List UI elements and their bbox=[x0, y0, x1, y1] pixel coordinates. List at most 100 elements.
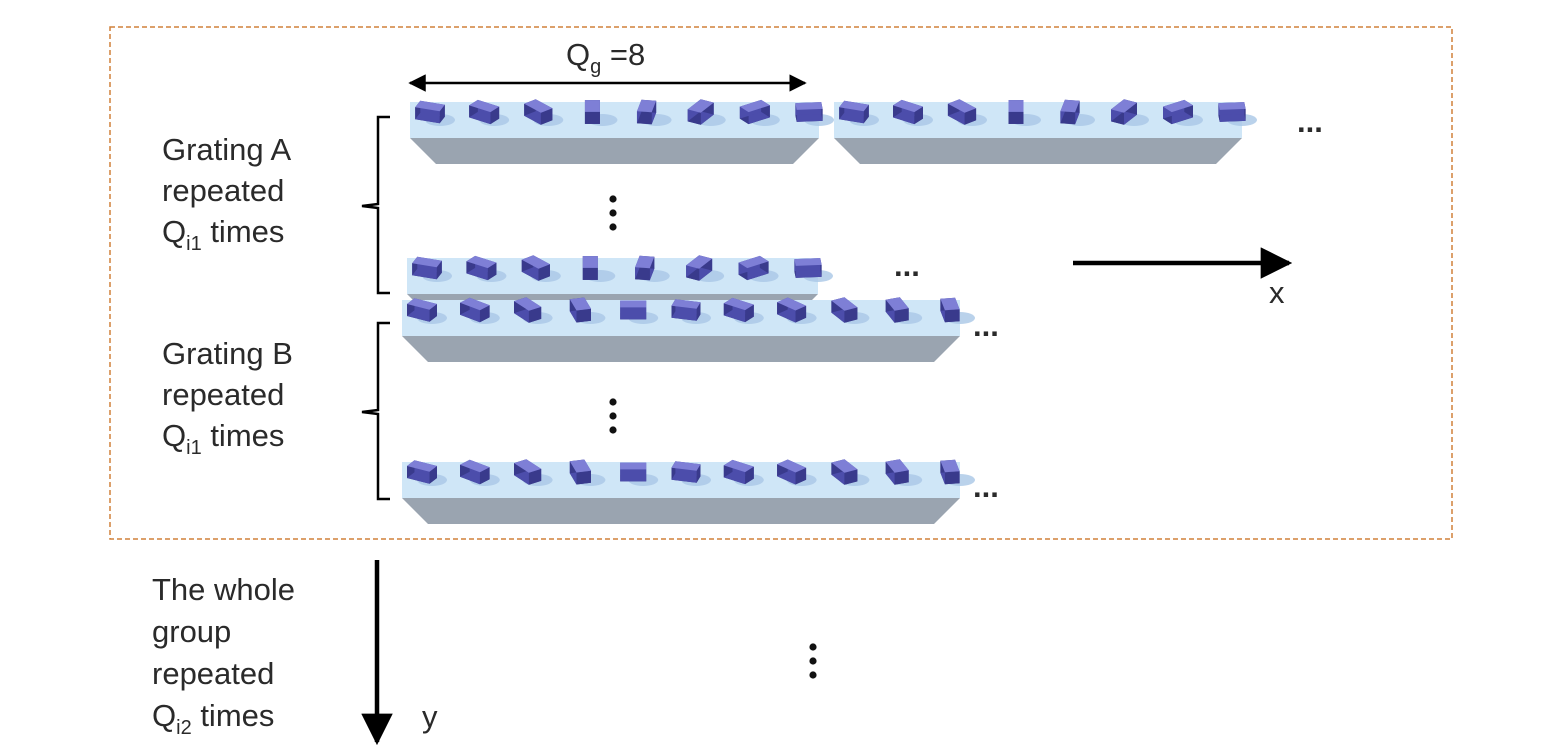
grating-a-rowN-pillar-3-top bbox=[521, 255, 550, 269]
grating-a-row1-period1-pillar-8 bbox=[795, 102, 834, 126]
grating-a-row1-period1-pillar-4-side-1 bbox=[584, 111, 600, 124]
grating-a-rowN-pillar-6-top bbox=[686, 255, 713, 269]
grating-a-rowN-pillar-3-side-1 bbox=[538, 264, 550, 281]
grating-b-rowN-pillar-6-side-2 bbox=[671, 467, 697, 483]
grating-a-row1-period1-pillar-6-top bbox=[687, 99, 714, 113]
x-axis-label: x bbox=[1269, 275, 1285, 310]
grating-b-rowN-pillar-11-side-1 bbox=[944, 471, 960, 485]
grating-a-rowN-pillar-7 bbox=[738, 255, 779, 282]
grating-b-rowN-pillar-1-top bbox=[407, 460, 437, 472]
grating-b-row1-pillar-6-side-1 bbox=[696, 302, 701, 321]
grating-b-row1-pillar-4-side-1 bbox=[576, 308, 591, 323]
grating-b-row1-pillar-6-top bbox=[671, 299, 701, 309]
grating-a-rowN-pillar-8 bbox=[794, 258, 833, 282]
grating-a-row1-period1-pillar-1 bbox=[415, 100, 455, 126]
grating-b-row1-pillar-6-side-2 bbox=[671, 305, 697, 321]
grating-b-row1-pillar-9-side-1 bbox=[844, 307, 858, 323]
grating-a-row1-period1-pillar-3-top bbox=[524, 99, 553, 113]
grating-b-row1-pillar-1-side-1 bbox=[429, 304, 437, 322]
grating-a-rowN-pillar-1-top bbox=[412, 256, 442, 268]
svg-text:Qi1 times: Qi1 times bbox=[162, 418, 284, 459]
grating-b-rowN-pillar-9-side-1 bbox=[844, 469, 858, 485]
grating-b-rowN-pillar-11 bbox=[940, 459, 975, 486]
grating-a-row1-period1-pillar-3-side-1 bbox=[540, 108, 553, 125]
grating-b-rowN-pillar-4 bbox=[569, 459, 606, 486]
grating-a-row1-period2-pillar-7 bbox=[1163, 99, 1203, 126]
grating-b-rowN-pillar-5-top bbox=[620, 462, 647, 470]
grating-a-row1-period2-pillar-8-top bbox=[1218, 102, 1246, 110]
grating-b-rowN-pillar-1 bbox=[407, 460, 447, 486]
brace-grating-b bbox=[361, 321, 390, 501]
grating-a-row1-period2-pillar-2 bbox=[893, 99, 933, 126]
grating-a-row1-period1-pillar-2-top bbox=[469, 99, 500, 113]
grating-b-row1-pillar-8-top bbox=[777, 297, 807, 311]
grating-b-rowN-pillar-4-side-1 bbox=[576, 470, 591, 485]
grating-b-row1-pillar-7-side-1 bbox=[745, 304, 754, 323]
grating-b-row1-pillar-8 bbox=[777, 297, 817, 324]
grating-a-row1-period1-pillar-5-top bbox=[636, 99, 657, 113]
grating-b-rowN-pillar-6-side-1 bbox=[696, 464, 701, 483]
grating-a-rowN-pillar-2-side-1 bbox=[487, 262, 497, 281]
grating-a-row1-period2-pillar-3 bbox=[947, 99, 987, 126]
svg-text:Grating A: Grating A bbox=[162, 132, 292, 167]
grating-b-row1-pillar-4-top bbox=[569, 297, 591, 311]
svg-text:Grating B: Grating B bbox=[162, 336, 293, 371]
grating-a-rowN-pillar-3 bbox=[521, 255, 561, 282]
grating-b-rowN-pillar-7-side-1 bbox=[745, 466, 754, 485]
grating-b-row1-substrate-front bbox=[402, 336, 960, 362]
grating-b-row1-pillar-8-side-1 bbox=[795, 305, 807, 323]
grating-a-rowN-pillar-1-side-1 bbox=[436, 260, 442, 280]
grating-b-rowN-pillar-5 bbox=[620, 462, 659, 486]
grating-b-rowN-pillar-8-top bbox=[777, 459, 807, 473]
grating-b-rowN-substrate bbox=[402, 462, 960, 524]
ellipsis-row-a-top: ... bbox=[1297, 104, 1323, 139]
svg-text:The whole: The whole bbox=[152, 572, 295, 607]
grating-a-rowN-pillar-1 bbox=[412, 256, 452, 282]
grating-b-row1-pillar-1 bbox=[407, 298, 447, 324]
ellipsis-row-a-bottom: ... bbox=[894, 248, 920, 283]
grating-b-rowN-pillar-10-side-1 bbox=[894, 470, 909, 485]
grating-a-rowN-pillar-2-top bbox=[466, 255, 497, 269]
grating-b-rowN-pillar-10 bbox=[885, 459, 923, 486]
grating-b-row1-pillar-7 bbox=[723, 297, 764, 324]
grating-b-rowN-pillar-6-top bbox=[671, 461, 701, 471]
grating-b-row1-pillar-2-top bbox=[460, 297, 490, 311]
grating-a-row1-period1-pillar-2-side-1 bbox=[490, 106, 500, 125]
grating-a-row1-period2-pillar-3-top bbox=[947, 99, 977, 113]
grating-a-row1-period1-pillar-5-side-1 bbox=[636, 111, 652, 125]
grating-b-row1-pillar-11-top bbox=[940, 297, 960, 311]
grating-b-rowN-pillar-9 bbox=[831, 459, 870, 486]
grating-b-row1-pillar-7-top bbox=[723, 297, 754, 311]
grating-b-rowN-pillar-9-top bbox=[831, 459, 858, 473]
grating-b-row1-pillar-3 bbox=[514, 297, 553, 324]
grating-b-row1-pillar-2-side-1 bbox=[479, 305, 490, 323]
grating-b-row1-pillar-6 bbox=[671, 299, 711, 324]
grating-a-row1-period2-pillar-7-top bbox=[1163, 99, 1193, 113]
grating-b-row1-pillar-5 bbox=[620, 300, 659, 324]
grating-a-label: Grating A repeated Qi1 times bbox=[162, 132, 292, 255]
grating-b-row1-pillar-10 bbox=[885, 297, 923, 324]
grating-b-row1-pillar-11-side-1 bbox=[944, 309, 960, 323]
vertical-dots-group bbox=[809, 643, 817, 679]
grating-b-rowN-pillar-7 bbox=[723, 459, 764, 486]
grating-a-row1-period1-pillar-8-top bbox=[795, 102, 823, 110]
grating-a-rowN-pillar-4 bbox=[582, 256, 616, 282]
grating-b-rowN-substrate-front bbox=[402, 498, 960, 524]
grating-a-rowN-pillar-5 bbox=[635, 255, 670, 282]
grating-a-row1-period1-pillar-2 bbox=[469, 99, 510, 126]
svg-text:repeated: repeated bbox=[162, 173, 284, 208]
grating-a-row1-period2-pillar-3-side-1 bbox=[964, 108, 977, 125]
grating-a-rowN-pillar-6 bbox=[686, 255, 725, 282]
grating-b-rowN-pillar-11-top bbox=[940, 459, 960, 473]
grating-b-row1-pillar-3-top bbox=[514, 297, 542, 311]
svg-text:repeated: repeated bbox=[152, 656, 274, 691]
grating-a-rowN-pillar-8-top bbox=[794, 258, 822, 266]
grating-b-row1-pillar-2 bbox=[460, 297, 500, 324]
grating-b-rowN-pillar-8 bbox=[777, 459, 817, 486]
grating-a-row1-period1-pillar-1-top bbox=[415, 100, 445, 112]
svg-text:repeated: repeated bbox=[162, 377, 284, 412]
ellipsis-row-b-bottom: ... bbox=[973, 469, 999, 504]
grating-a-row1-period2-pillar-4 bbox=[1008, 100, 1041, 126]
svg-text:Qi1 times: Qi1 times bbox=[162, 214, 284, 255]
